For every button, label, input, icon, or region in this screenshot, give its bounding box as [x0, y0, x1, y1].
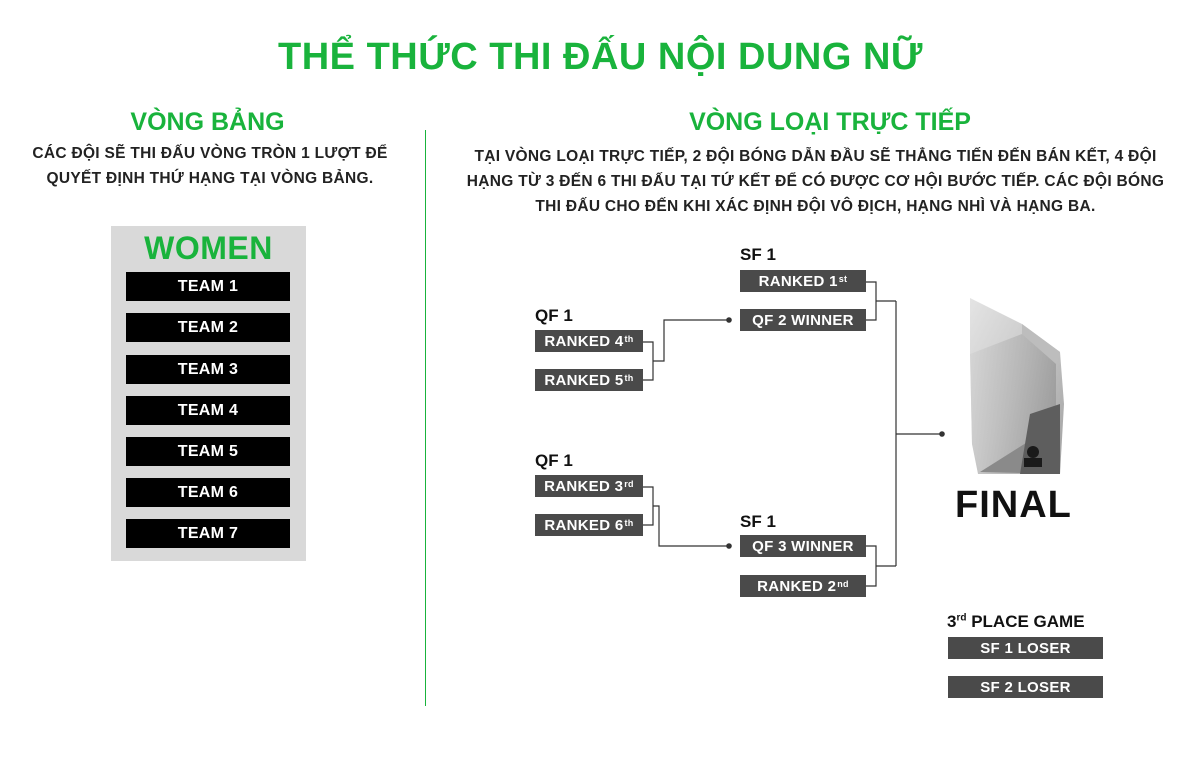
knockout-description-line: HẠNG TỪ 3 ĐẾN 6 THI ĐẤU TẠI TỨ KẾT ĐỂ CÓ…: [466, 173, 1165, 190]
team-slot: TEAM 3: [126, 355, 290, 384]
ordinal-suffix: rd: [624, 479, 634, 489]
ordinal-suffix: rd: [956, 612, 967, 624]
ordinal-suffix: nd: [837, 579, 849, 589]
bracket-slot-text: RANKED 1: [758, 272, 838, 290]
qf-bottom-label: QF 1: [535, 451, 573, 470]
ordinal-suffix: th: [624, 518, 634, 528]
bracket-slot-text: RANKED 6: [544, 516, 624, 534]
third-place-label: 3rd PLACE GAME: [947, 612, 1085, 632]
group-stage-description-line: QUYẾT ĐỊNH THỨ HẠNG TẠI VÒNG BẢNG.: [46, 170, 374, 187]
bracket-slot-text: RANKED 4: [544, 332, 624, 350]
ordinal-suffix: st: [838, 274, 848, 284]
knockout-description: TẠI VÒNG LOẠI TRỰC TIẾP, 2 ĐỘI BÓNG DẪN …: [430, 144, 1201, 219]
bracket-slot-text: RANKED 5: [544, 371, 624, 389]
team-slot: TEAM 4: [126, 396, 290, 425]
group-stage-description: CÁC ĐỘI SẼ THI ĐẤU VÒNG TRÒN 1 LƯỢT ĐỂ Q…: [0, 141, 420, 191]
bracket-slot-text: RANKED 3: [544, 477, 624, 495]
team-slot: TEAM 6: [126, 478, 290, 507]
team-slot: TEAM 5: [126, 437, 290, 466]
team-slot: TEAM 2: [126, 313, 290, 342]
ordinal-suffix: th: [624, 334, 634, 344]
group-stage-description-line: CÁC ĐỘI SẼ THI ĐẤU VÒNG TRÒN 1 LƯỢT ĐỂ: [32, 145, 388, 162]
trophy-icon: [970, 298, 1064, 474]
knockout-description-line: TẠI VÒNG LOẠI TRỰC TIẾP, 2 ĐỘI BÓNG DẪN …: [474, 148, 1157, 165]
team-slot: TEAM 7: [126, 519, 290, 548]
knockout-heading: VÒNG LOẠI TRỰC TIẾP: [689, 108, 971, 136]
qf-top-label: QF 1: [535, 306, 573, 325]
ordinal-suffix: th: [624, 373, 634, 383]
bracket-slot-text: QF 3 WINNER: [752, 537, 854, 555]
third-place-label-rest: PLACE GAME: [966, 612, 1085, 631]
bracket-slot-text: QF 2 WINNER: [752, 311, 854, 329]
bracket-slot-sf1-loser: SF 1 LOSER: [948, 637, 1103, 659]
final-label: FINAL: [955, 484, 1072, 526]
sf-bottom-label: SF 1: [740, 512, 776, 531]
bracket-slot-qf3-winner: QF 3 WINNER: [740, 535, 866, 557]
team-slot: TEAM 1: [126, 272, 290, 301]
third-place-label-prefix: 3: [947, 612, 957, 631]
page-title: THỂ THỨC THI ĐẤU NỘI DUNG NỮ: [278, 36, 923, 78]
sf-top-label: SF 1: [740, 245, 776, 264]
section-divider: [425, 130, 426, 706]
bracket-slot-text: RANKED 2: [757, 577, 837, 595]
bracket-slot-sf2-loser: SF 2 LOSER: [948, 676, 1103, 698]
bracket-slot-qf2-winner: QF 2 WINNER: [740, 309, 866, 331]
group-label: WOMEN: [144, 230, 273, 266]
knockout-description-line: THI ĐẤU CHO ĐẾN KHI XÁC ĐỊNH ĐỘI VÔ ĐỊCH…: [535, 198, 1096, 215]
group-stage-heading: VÒNG BẢNG: [130, 108, 285, 136]
